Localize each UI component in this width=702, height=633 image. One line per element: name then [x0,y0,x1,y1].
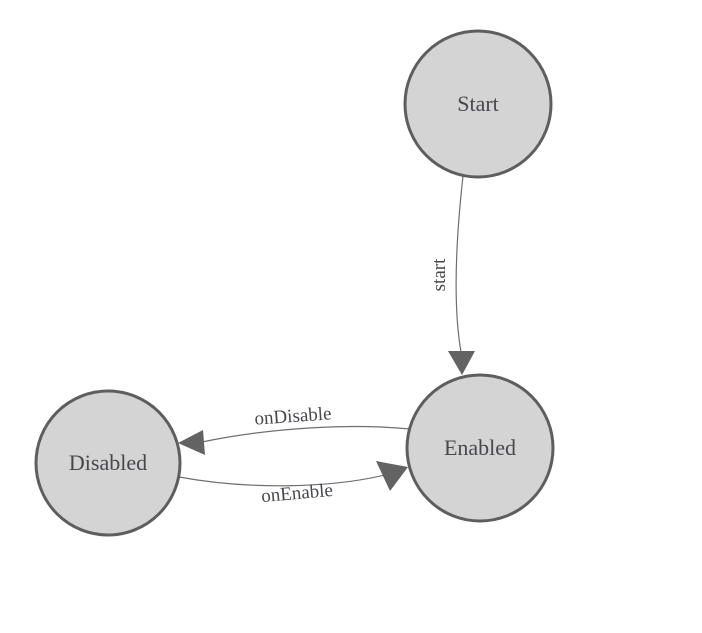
edge-label-start: start [429,258,450,291]
edge-start-to-enabled: start [429,175,475,375]
node-start-circle[interactable] [403,29,553,179]
node-enabled-label: Enabled [444,435,516,460]
edge-disabled-to-enabled: onEnable [178,461,408,507]
node-start-label: Start [457,91,499,116]
arrowhead-into-enabled-from-start [448,351,475,375]
edge-enabled-to-disabled-line [201,425,411,443]
node-disabled[interactable]: Disabled [34,389,182,537]
arrowhead-into-enabled-from-disabled [376,461,408,491]
node-enabled[interactable]: Enabled [405,373,555,523]
edge-label-on-enable: onEnable [260,480,333,507]
node-disabled-circle[interactable] [34,389,182,537]
arrowhead-into-disabled [178,430,205,455]
edge-enabled-to-disabled: onDisable [178,403,411,455]
node-start[interactable]: Start [403,29,553,179]
edge-label-on-disable: onDisable [254,403,332,429]
edge-disabled-to-enabled-line [178,474,386,487]
edge-start-to-enabled-line [455,175,464,353]
node-enabled-circle[interactable] [405,373,555,523]
node-disabled-label: Disabled [69,450,147,475]
